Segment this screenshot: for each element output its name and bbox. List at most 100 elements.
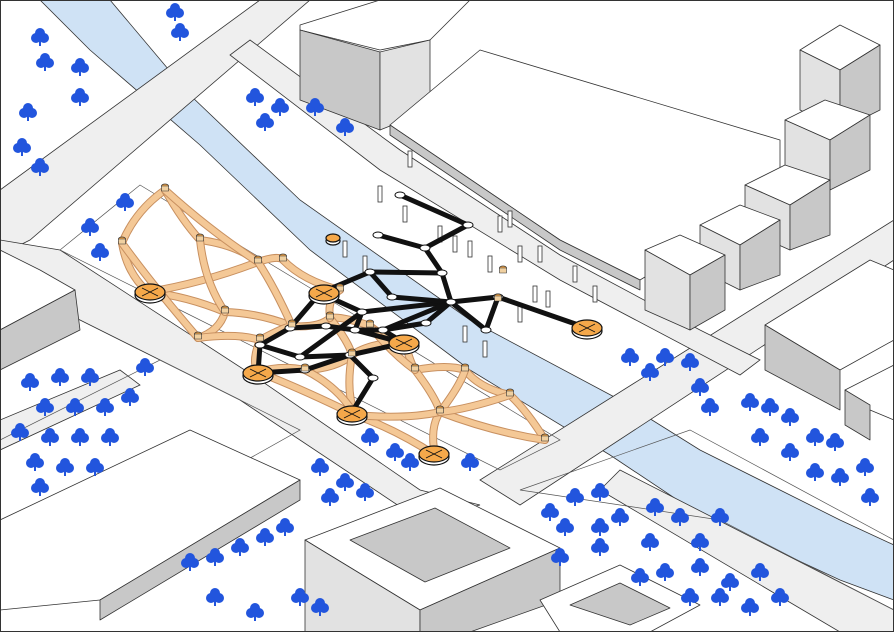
building-southwest-slab	[0, 429, 301, 621]
post-icon	[356, 308, 368, 316]
platform-icon	[571, 319, 603, 340]
elevated-path-segment	[495, 294, 590, 331]
elevated-path-segment	[375, 232, 428, 251]
post-icon	[436, 407, 444, 414]
post-icon	[326, 313, 334, 320]
west-block-wall	[0, 289, 81, 371]
pylon-icon	[507, 210, 513, 228]
sw-slab-wall	[99, 479, 301, 621]
elevated-path-segment	[257, 342, 303, 360]
water-layer	[39, 0, 894, 601]
post-icon	[254, 257, 262, 264]
post-icon	[499, 267, 507, 274]
post-icon	[377, 326, 389, 334]
post-icon	[541, 435, 549, 442]
post-icon	[348, 350, 356, 357]
post-icon	[494, 295, 502, 302]
post-icon	[436, 269, 448, 277]
platform-icon	[418, 445, 450, 466]
building-east-blocks	[764, 259, 894, 441]
pylon-icon	[572, 265, 578, 283]
platform-icon	[308, 284, 340, 305]
elevated-path-segment	[380, 299, 454, 333]
post-icon	[279, 255, 287, 262]
building-east-long	[389, 49, 781, 291]
building-west-blocks	[0, 249, 81, 371]
post-icon	[221, 307, 229, 314]
courtyard-hole	[349, 507, 511, 583]
courtyard-wall-right	[419, 547, 561, 632]
elevated-path-segment	[359, 299, 454, 315]
platform-icon	[325, 233, 341, 246]
pylon-icon	[497, 215, 503, 233]
elevated-path-segment	[367, 269, 395, 300]
elevated-path-segment	[422, 245, 445, 276]
tower-wall-5b	[689, 254, 726, 331]
post-icon	[301, 365, 309, 372]
tower-wall-2b	[829, 114, 871, 191]
platforms-layer	[134, 233, 603, 466]
platform-icon	[336, 405, 368, 426]
post-icon	[349, 326, 361, 334]
elevated-path-segment	[448, 294, 501, 305]
post-icon	[367, 374, 379, 382]
river-canal	[39, 0, 894, 601]
post-icon	[294, 353, 306, 361]
post-icon	[506, 390, 514, 397]
post-icon	[386, 293, 398, 301]
tower-wall-4b	[739, 219, 781, 291]
building-tower-cluster	[644, 24, 881, 331]
walkway-ribbon	[255, 259, 295, 329]
tower-wall-3b	[789, 179, 831, 251]
building-east-wall	[389, 124, 641, 291]
elevated-path-segment	[483, 294, 501, 333]
walkway-ribbon	[162, 187, 261, 265]
east-block-wall-2	[844, 389, 871, 441]
post-icon	[394, 191, 406, 199]
bridge-road-north	[0, 0, 311, 256]
post-icon	[161, 185, 169, 192]
elevated-path-segment	[367, 269, 445, 276]
pylon-icon	[377, 185, 383, 203]
post-icon	[461, 365, 469, 372]
pylon-icon	[342, 240, 348, 258]
elevated-path-segment	[397, 192, 471, 228]
pylon-icon	[545, 290, 551, 308]
east-block-wall	[764, 324, 841, 411]
post-icon	[118, 238, 126, 245]
post-icon	[288, 321, 296, 328]
elevated-path-segment	[297, 309, 365, 360]
platform-icon	[134, 283, 166, 304]
pylon-icon	[517, 245, 523, 263]
elevated-path-segment	[422, 222, 471, 251]
pylon-icon	[592, 285, 598, 303]
post-icon	[256, 335, 264, 342]
pylon-icon	[517, 305, 523, 323]
elevated-path-segment	[389, 294, 454, 305]
elevated-path-segment	[302, 352, 353, 373]
pylon-icon	[452, 235, 458, 253]
post-icon	[420, 319, 432, 327]
walkway-ribbon	[195, 332, 263, 343]
pylon-icon	[462, 325, 468, 343]
elevated-path-segment	[347, 352, 376, 381]
building-south-courtyard	[304, 487, 561, 632]
building-south-east	[539, 564, 701, 632]
pylon-icon	[482, 340, 488, 358]
post-icon	[196, 235, 204, 242]
post-icon	[372, 231, 384, 239]
post-icon	[462, 221, 474, 229]
se-block-hole	[569, 582, 671, 626]
post-icon	[411, 365, 419, 372]
post-icon	[480, 326, 492, 334]
post-icon	[254, 341, 266, 349]
walkway-ribbon	[412, 364, 468, 373]
platform-icon	[388, 334, 420, 355]
platform-icon	[242, 364, 274, 385]
pylon-icon	[532, 285, 538, 303]
pylon-icon	[487, 255, 493, 273]
pylon-icon	[402, 205, 408, 223]
elevated-path-segment	[287, 323, 329, 331]
elevated-path-segment	[448, 299, 489, 333]
